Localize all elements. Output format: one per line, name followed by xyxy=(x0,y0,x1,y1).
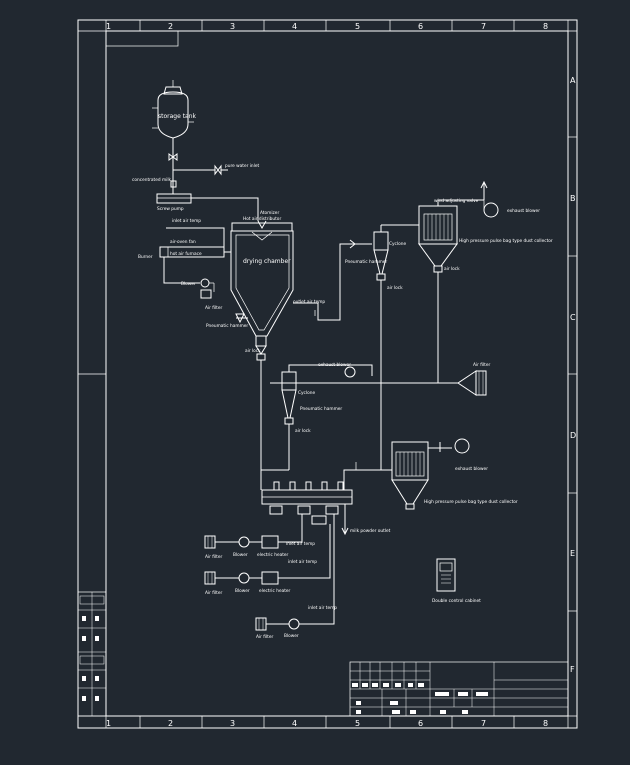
wind-valve-label: wind adjusting valve xyxy=(434,198,479,204)
row-label-C: C xyxy=(570,313,576,322)
row-label-E: E xyxy=(570,549,575,558)
tank-outlet-valve xyxy=(168,153,178,161)
col-label-8-bottom: 8 xyxy=(543,719,548,728)
electric-heater-label-2: electric heater xyxy=(259,588,291,594)
control-cabinet-label: Double control cabinet xyxy=(432,598,481,604)
blower-label-1: Blower xyxy=(181,281,196,287)
hot-air-distributor-label: Hot air distributor xyxy=(243,216,281,222)
col-label-7: 7 xyxy=(481,22,486,31)
pneumatic-hammer-label-3: Pneumatic hammer xyxy=(300,406,342,412)
col-label-6: 6 xyxy=(418,22,423,31)
col-label-1-bottom: 1 xyxy=(106,719,111,728)
air-lock-label-1: air lock xyxy=(245,348,261,354)
cyclone-1: Cyclone Pneumatic hammer air lock xyxy=(345,216,420,383)
bag-collector-1: air lock High pressure pulse bag type du… xyxy=(418,180,553,383)
exhaust-line-1: outlet air temp xyxy=(293,239,372,321)
air-filter-label-1: Air filter xyxy=(205,305,222,311)
blower-label-2: Blower xyxy=(233,552,248,558)
blower-3-icon xyxy=(238,572,250,584)
drying-chamber: drying chamber Hot air distributor Atomi… xyxy=(230,210,294,470)
inlet-air-temp-label-3: inlet air temp xyxy=(288,559,317,565)
inlet-air-temp-label-4: inlet air temp xyxy=(308,605,337,611)
col-label-6-bottom: 6 xyxy=(418,719,423,728)
screw-pump-label: Screw pump xyxy=(157,206,184,212)
grid-rows-right: A B C D E F xyxy=(568,76,577,674)
col-label-2: 2 xyxy=(168,22,173,31)
air-supply-1: Air filter Blower electric heater inlet … xyxy=(204,514,315,560)
storage-tank-label: storage tank xyxy=(158,113,197,120)
col-label-5: 5 xyxy=(355,22,360,31)
col-label-8: 8 xyxy=(543,22,548,31)
atomizer-label: Atomizer xyxy=(260,210,279,216)
pneumatic-hammer-label-2: Pneumatic hammer xyxy=(345,259,387,265)
grid-columns-top: 1 2 3 4 5 6 7 8 xyxy=(106,20,548,31)
title-block xyxy=(349,661,569,717)
control-cabinet: Double control cabinet xyxy=(432,558,481,604)
col-label-5-bottom: 5 xyxy=(355,719,360,728)
row-label-A: A xyxy=(570,76,576,85)
outlet-air-temp-label: outlet air temp xyxy=(293,299,325,305)
concentrated-milk-label: concentrated milk xyxy=(132,177,172,183)
air-filter-label-5: Air filter xyxy=(256,634,273,640)
row-label-F: F xyxy=(570,665,575,674)
bag-collector-2: High pressure pulse bag type dust collec… xyxy=(343,383,518,510)
blower-label-4: Blower xyxy=(284,633,299,639)
feed-line: pure water inlet concentrated milk Screw… xyxy=(132,138,259,221)
col-label-3: 3 xyxy=(230,22,235,31)
cyclone-2: Cyclone Pneumatic hammer air lock exhaus… xyxy=(281,362,373,470)
air-supply-3: Air filter Blower inlet air temp xyxy=(255,514,337,640)
air-filter-label-3: Air filter xyxy=(205,554,222,560)
bag-collector-label-2: High pressure pulse bag type dust collec… xyxy=(424,499,518,505)
inlet-air-temp-label-2: inlet air temp xyxy=(286,541,315,547)
air-dist-label: air-oven fan xyxy=(170,239,196,245)
row-label-D: D xyxy=(570,431,576,440)
electric-heater-label-1: electric heater xyxy=(257,552,289,558)
col-label-7-bottom: 7 xyxy=(481,719,486,728)
col-label-2-bottom: 2 xyxy=(168,719,173,728)
drawing-frame xyxy=(77,19,578,729)
blower-2-icon xyxy=(238,536,250,548)
drying-chamber-label: drying chamber xyxy=(243,258,291,265)
cyclone-label-2: Cyclone xyxy=(298,390,315,396)
blower-4-icon xyxy=(288,618,300,630)
col-label-1: 1 xyxy=(106,22,111,31)
cyclone-label-1: Cyclone xyxy=(389,241,406,247)
col-label-4-bottom: 4 xyxy=(292,719,297,728)
exhaust-blower-1-icon xyxy=(483,202,499,218)
pneumatic-hammer-label-1: Pneumatic hammer xyxy=(206,323,248,329)
milk-powder-outlet-label: milk powder outlet xyxy=(350,528,391,534)
row-label-B: B xyxy=(570,194,576,203)
exhaust-blower-label-2: exhaust blower xyxy=(318,362,351,368)
air-lock-label-3: air lock xyxy=(444,266,460,272)
inlet-air-temp-label-1: inlet air temp xyxy=(172,218,201,224)
water-inlet-valve xyxy=(214,164,222,176)
exhaust-blower-label-1: exhaust blower xyxy=(507,208,540,214)
grid-columns-bottom: 1 2 3 4 5 6 7 8 xyxy=(106,716,548,728)
air-filter-label-2: Air filter xyxy=(473,362,490,368)
fluid-bed-dryer: milk powder outlet xyxy=(260,469,391,536)
bag-collector-label-1: High pressure pulse bag type dust collec… xyxy=(459,238,553,244)
blower-1-icon xyxy=(200,278,210,288)
revision-block-left xyxy=(77,591,107,717)
burner-assembly: inlet air temp air-oven fan hot air furn… xyxy=(138,218,231,311)
blower-label-3: Blower xyxy=(235,588,250,594)
air-filter-label-4: Air filter xyxy=(205,590,222,596)
air-lock-label-2: air lock xyxy=(387,285,403,291)
screw-pump xyxy=(156,193,192,204)
col-label-4: 4 xyxy=(292,22,297,31)
storage-tank: storage tank xyxy=(152,80,197,139)
burner-label: Burner xyxy=(138,254,153,260)
exhaust-blower-2-icon xyxy=(344,366,356,378)
pneumatic-hammer-1: Pneumatic hammer xyxy=(206,313,248,329)
col-label-3-bottom: 3 xyxy=(230,719,235,728)
pure-water-inlet-label: pure water inlet xyxy=(225,163,259,169)
heater-coil-label: hot air furnace xyxy=(170,251,202,257)
air-lock-label-4: air lock xyxy=(295,428,311,434)
air-supply-2: Air filter Blower electric heater inlet … xyxy=(204,524,331,596)
exhaust-blower-3-icon xyxy=(454,438,470,454)
exhaust-blower-label-3: exhaust blower xyxy=(455,466,488,472)
return-line: Air filter xyxy=(270,362,490,396)
